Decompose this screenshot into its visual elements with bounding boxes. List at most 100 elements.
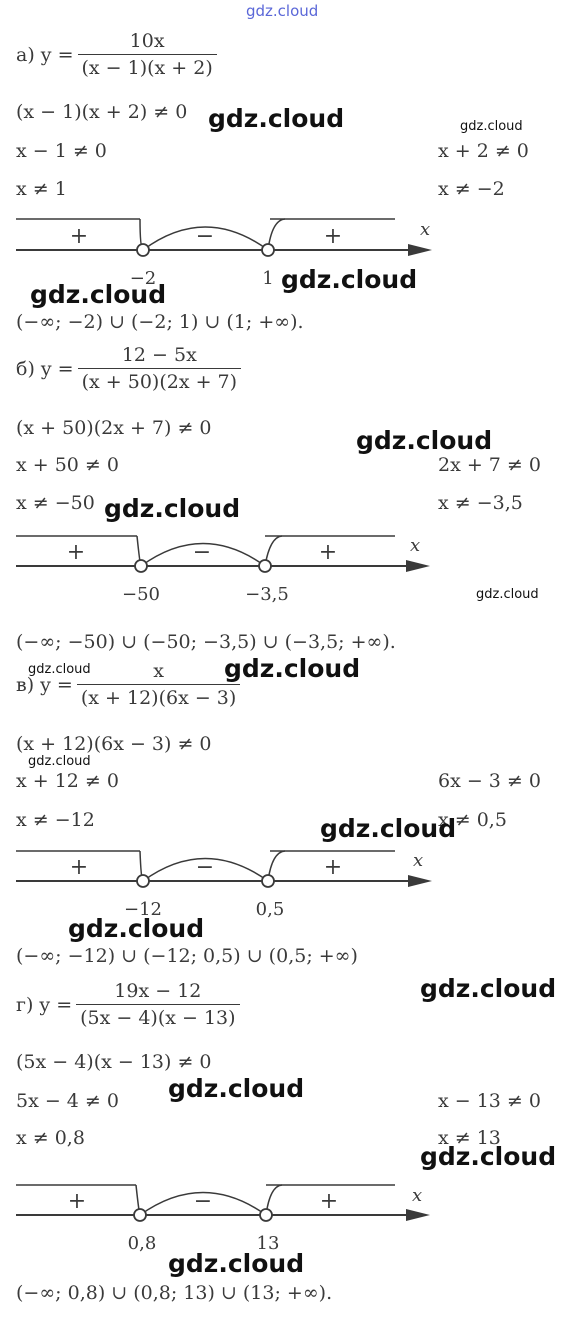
excluded-point [258,559,272,573]
sign-left: + [70,224,88,249]
numerator: 12 − 5x [121,344,197,366]
watermark: gdz.cloud [224,654,361,683]
number-line: + − + x −12 0,5 [16,850,432,920]
watermark: gdz.cloud [281,265,418,294]
watermark: gdz.cloud [320,814,457,843]
right-root: x ≠ −3,5 [438,492,523,514]
watermark: gdz.cloud [30,280,167,309]
right-factor: x − 13 ≠ 0 [438,1090,541,1112]
point-label: 1 [262,268,273,289]
sign-middle: − [194,1189,212,1214]
sign-right: + [324,224,342,249]
axis-label: x [413,850,423,871]
sign-middle: − [196,224,214,249]
right-factor: 6x − 3 ≠ 0 [438,770,541,792]
left-root: x ≠ 0,8 [16,1127,85,1149]
denominator: (x − 1)(x + 2) [77,54,217,79]
watermark: gdz.cloud [28,662,91,677]
left-factor: 5x − 4 ≠ 0 [16,1090,119,1112]
sign-right: + [324,855,342,880]
site-link[interactable]: gdz.cloud [246,2,319,20]
excluded-point [259,1208,273,1222]
sign-right: + [319,540,337,565]
right-root: x ≠ 13 [438,1127,501,1149]
sign-left: + [68,1189,86,1214]
arrow-icon [408,875,432,887]
watermark: gdz.cloud [28,754,91,769]
sign-left: + [67,540,85,565]
answer: (−∞; −2) ∪ (−2; 1) ∪ (1; +∞). [16,311,304,333]
condition: (x − 1)(x + 2) ≠ 0 [16,101,188,123]
number-line: + − + x −2 1 [16,218,432,289]
fraction: 19x − 12 (5x − 4)(x − 13) [76,980,240,1029]
function-c: в) y = x (x + 12)(6x − 3) [16,660,241,709]
watermark: gdz.cloud [420,1142,557,1171]
axis-label: x [412,1185,422,1206]
y-equals: y = [40,357,74,380]
part-label: в) [16,673,35,696]
left-factor: x + 50 ≠ 0 [16,454,119,476]
fraction: 10x (x − 1)(x + 2) [77,30,217,79]
point-label: 13 [257,1233,280,1254]
numerator: 19x − 12 [114,980,202,1002]
condition: (x + 12)(6x − 3) ≠ 0 [16,733,212,755]
point-label: −12 [124,899,162,920]
y-equals: y = [40,673,73,696]
left-factor: x − 1 ≠ 0 [16,140,107,162]
excluded-point [133,1208,147,1222]
y-equals: y = [39,993,73,1016]
part-label: а) [16,43,35,66]
left-root: x ≠ −12 [16,809,95,831]
right-factor: x + 2 ≠ 0 [438,140,529,162]
numerator: 10x [129,30,165,52]
denominator: (5x − 4)(x − 13) [76,1004,240,1029]
excluded-point [136,874,150,888]
watermark: gdz.cloud [68,914,205,943]
function-b: б) y = 12 − 5x (x + 50)(2x + 7) [16,344,242,393]
denominator: (x + 50)(2x + 7) [77,368,242,393]
excluded-point [134,559,148,573]
axis-label: x [410,535,420,556]
function-d: г) y = 19x − 12 (5x − 4)(x − 13) [16,980,240,1029]
right-root: x ≠ −2 [438,178,505,200]
watermark: gdz.cloud [460,119,523,134]
arrow-icon [408,244,432,256]
left-factor: x + 12 ≠ 0 [16,770,119,792]
excluded-point [136,243,150,257]
arrow-icon [406,560,430,572]
point-label: 0,8 [128,1233,157,1254]
watermark: gdz.cloud [168,1249,305,1278]
answer: (−∞; 0,8) ∪ (0,8; 13) ∪ (13; +∞). [16,1282,333,1304]
excluded-point [261,243,275,257]
answer: (−∞; −12) ∪ (−12; 0,5) ∪ (0,5; +∞) [16,945,358,967]
function-a: а) y = 10x (x − 1)(x + 2) [16,30,217,79]
condition: (5x − 4)(x − 13) ≠ 0 [16,1051,212,1073]
point-label: −50 [122,584,160,605]
answer: (−∞; −50) ∪ (−50; −3,5) ∪ (−3,5; +∞). [16,631,396,653]
fraction: x (x + 12)(6x − 3) [76,660,241,709]
point-label: −2 [130,268,157,289]
watermark: gdz.cloud [420,974,557,1003]
excluded-point [261,874,275,888]
fraction: 12 − 5x (x + 50)(2x + 7) [77,344,242,393]
part-label: г) [16,993,34,1016]
watermark: gdz.cloud [476,587,539,602]
left-root: x ≠ 1 [16,178,67,200]
axis-label: x [420,219,430,240]
point-label: −3,5 [245,584,289,605]
left-root: x ≠ −50 [16,492,95,514]
right-factor: 2x + 7 ≠ 0 [438,454,541,476]
number-line: + − + x −50 −3,5 [16,535,430,605]
part-label: б) [16,357,35,380]
right-root: x ≠ 0,5 [438,809,507,831]
point-label: 0,5 [256,899,285,920]
watermark: gdz.cloud [104,494,241,523]
watermark: gdz.cloud [356,426,493,455]
denominator: (x + 12)(6x − 3) [76,684,241,709]
sign-left: + [70,855,88,880]
condition: (x + 50)(2x + 7) ≠ 0 [16,417,212,439]
y-equals: y = [40,43,74,66]
number-line: + − + x 0,8 13 [16,1184,430,1254]
sign-right: + [320,1189,338,1214]
